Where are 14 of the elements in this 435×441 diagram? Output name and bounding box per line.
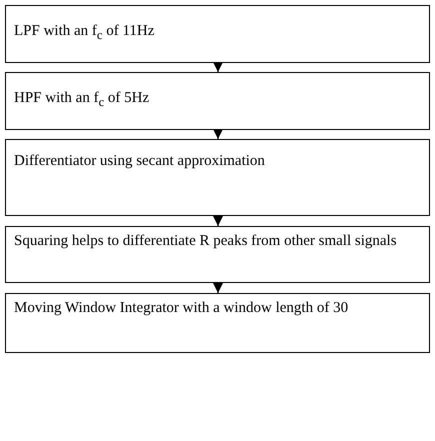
process-box [5, 72, 430, 130]
arrow [213, 62, 223, 72]
arrow [213, 283, 223, 293]
step-text: Squaring helps to differentiate R peaks from other small signals [14, 232, 398, 251]
step-text: Moving Window Integrator with a window length of 30 [14, 299, 350, 318]
arrow [213, 216, 223, 226]
step-text: LPF with an f$_{c}$ of 11Hz [14, 22, 156, 44]
process-box [5, 139, 430, 216]
process-box [5, 293, 430, 353]
arrow [213, 129, 223, 139]
step-text: Differentiator using secant approximation [14, 152, 266, 171]
process-box [5, 226, 430, 283]
process-box [5, 5, 430, 63]
step-text: HPF with an f$_{c}$ of 5Hz [14, 89, 150, 111]
